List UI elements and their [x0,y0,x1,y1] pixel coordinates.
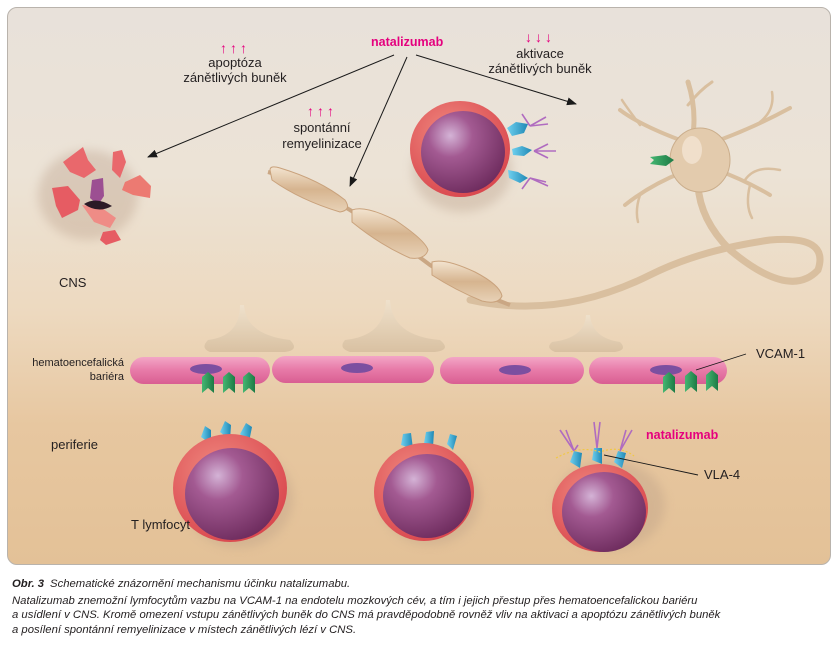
astrocyte-end-feet [204,300,624,352]
caption-body-line3: a posílení spontánní remyelinizace v mís… [12,623,357,636]
remyelination-label-line1: spontánní [293,120,351,135]
apoptosis-increase-arrows: ↑↑↑ [220,40,250,56]
t-lymphocyte-label: T lymfocyt [131,517,190,532]
remyelination-increase-arrows: ↑↑↑ [307,103,337,119]
natalizumab-label-bottom: natalizumab [646,428,719,442]
caption-title: Schematické znázornění mechanismu účinku… [50,578,351,590]
activation-decrease-arrows: ↓↓↓ [525,29,555,45]
apoptosis-label-line2: zánětlivých buněk [183,70,287,85]
natalizumab-label-top: natalizumab [371,35,444,49]
antibodies-bound-bottom [559,421,633,452]
myelinated-axon [267,166,511,307]
figure-caption: Obr. 3 Schematické znázornění mechanismu … [12,577,827,637]
caption-body-line1: Natalizumab znemožní lymfocytům vazbu na… [12,594,698,607]
mechanism-illustration [38,54,824,552]
vla4-pointer-line [603,454,699,476]
t-lymphocyte-2 [374,431,480,545]
caption-body-line2: a usídlení v CNS. Kromě omezení vstupu z… [12,609,721,621]
vcam1-receptor-icon [650,155,674,166]
cns-lymphocyte [410,101,556,212]
vcam1-receptors-right [663,370,718,393]
periphery-label: periferie [51,437,98,452]
cns-label: CNS [59,275,87,290]
antibodies-bound [521,113,556,190]
caption-title-row: Obr. 3 Schematické znázornění mechanismu … [12,577,827,592]
neuron [466,79,824,310]
figure-number: Obr. 3 [12,578,45,590]
bbb-label-line2: bariéra [89,371,124,383]
vcam1-pointer-line [695,353,747,371]
effect-arrows [147,54,577,187]
vcam1-label: VCAM-1 [756,346,806,361]
apoptosis-label-line1: apoptóza [208,55,262,70]
activation-label-line1: aktivace [516,46,564,61]
arrow-to-apoptosis [147,54,395,158]
endothelium [130,356,727,384]
activation-label-line2: zánětlivých buněk [488,61,592,76]
t-lymphocyte-3-blocked [552,421,665,552]
apoptotic-cell [38,147,151,245]
t-lymphocyte-1 [173,421,293,548]
vla4-label: VLA-4 [704,467,741,482]
arrow-to-remyelination [349,56,408,187]
vcam1-receptors-left [202,372,255,393]
arrow-to-activation [415,54,577,106]
bbb-label-line1: hematoencefalická [32,357,124,369]
remyelination-label-line2: remyelinizace [282,136,362,151]
